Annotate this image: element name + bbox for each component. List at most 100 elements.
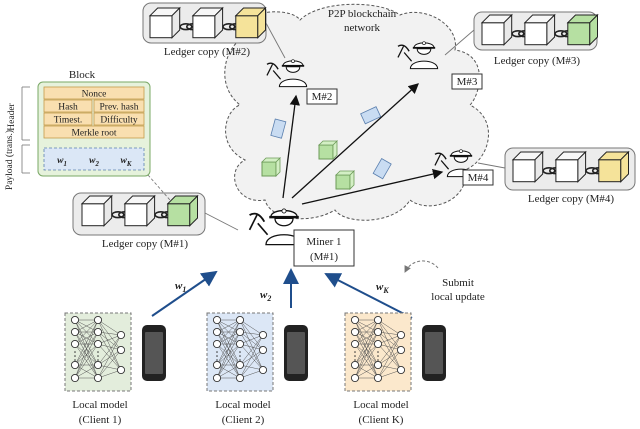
neuron-node [93,360,103,370]
neuron-node [70,373,80,383]
submit-note-line2: local update [431,291,485,303]
p2p-network-cloud [224,3,489,221]
miner-2-figure [266,59,308,88]
svg-text:M#3: M#3 [457,76,478,88]
pickaxe-icon [266,62,279,76]
client-2-model [206,312,274,392]
ledger-label-m3: Ledger copy (M#3) [494,55,580,67]
client1-label-line1: Local model [72,399,127,411]
block-cube-new [566,13,599,46]
block-cube [523,13,556,46]
neuron-node [396,330,406,340]
client1-label-line2: (Client 1) [79,414,122,426]
ledger-link-m3 [444,29,475,56]
neuron-node [396,365,406,375]
neuron-node [350,327,360,337]
ledger-label-m4: Ledger copy (M#4) [528,193,614,205]
neuron-node [70,339,80,349]
field-difficulty [93,112,145,126]
neuron-node [212,373,222,383]
broadcast-arrow-m3 [291,83,419,199]
mini-cube [335,170,355,190]
neuron-node [350,339,360,349]
neuron-node [258,365,268,375]
weight-label-w2: w2 [260,289,271,303]
field-timestamp [43,112,93,126]
transaction-tile [360,106,382,125]
block-cube [554,150,587,183]
neuron-node [212,315,222,325]
block-to-ledger-link [147,174,171,201]
neuron-node [350,373,360,383]
ledger-label-m2: Ledger copy (M#2) [164,46,250,58]
smartphone-icon [142,325,166,381]
neuron-node [373,327,383,337]
weight-label-wK: wK [376,281,389,295]
block-cube [123,194,156,227]
block-payload-label: Payload (trans.) [4,130,15,190]
ledger-link-m2 [265,22,286,59]
neuron-node [212,327,222,337]
pickaxe-icon [434,152,447,166]
mini-cube [318,140,338,160]
svg-text:Hash: Hash [58,103,78,113]
payload-transactions [43,147,145,171]
clientK-label-line1: Local model [353,399,408,411]
submit-note-line1: Submit [442,277,474,289]
neuron-node [212,360,222,370]
neuron-node [258,330,268,340]
client2-label-line2: (Client 2) [222,414,265,426]
smartphone-icon [284,325,308,381]
neuron-node [235,315,245,325]
field-merkle-root [43,125,145,139]
client-1-model [64,312,132,392]
svg-text:M#4: M#4 [468,172,489,184]
neuron-node [373,360,383,370]
miner1-label-line2: (M#1) [310,251,338,263]
miner1-label-line1: Miner 1 [306,236,341,248]
payload-wK: wK [121,156,132,168]
ledger-chains [80,6,630,227]
block-cube [511,150,544,183]
ledger-link-m4 [477,162,506,169]
block-cube-new [166,194,199,227]
miner-tag-m4 [462,169,494,186]
miner-tag-m3 [451,73,483,90]
svg-text:Nonce: Nonce [82,90,107,100]
neuron-node [70,315,80,325]
neuron-node [235,360,245,370]
clients [64,312,446,392]
block-cube-new [234,6,267,39]
block-cube [191,6,224,39]
neuron-node [396,345,406,355]
client-3-model [344,312,412,392]
neuron-node [212,339,222,349]
floating-transactions [261,106,392,190]
neuron-node [373,339,383,349]
payload-w1: w1 [57,156,67,168]
svg-text:Merkle root: Merkle root [71,129,116,139]
upload-arrow-clientK [324,273,413,319]
svg-text:Timest.: Timest. [54,116,82,126]
ledger-link-m1 [204,212,239,231]
field-nonce [43,86,145,100]
network-title-line2: network [344,22,381,34]
block-cube [480,13,513,46]
miner1-label-box [293,229,355,267]
neuron-node [93,339,103,349]
block-title: Block [69,69,96,81]
clientK-label-line2: (Client K) [359,414,404,426]
neuron-node [116,365,126,375]
neuron-node [70,327,80,337]
neuron-node [373,315,383,325]
neuron-node [116,345,126,355]
miner-tag-m2 [306,88,338,105]
neuron-node [350,360,360,370]
submit-curve-arrow [404,260,439,273]
neuron-node [235,327,245,337]
neuron-node [373,373,383,383]
smartphone-icon [422,325,446,381]
upload-arrow-client1 [151,270,218,317]
